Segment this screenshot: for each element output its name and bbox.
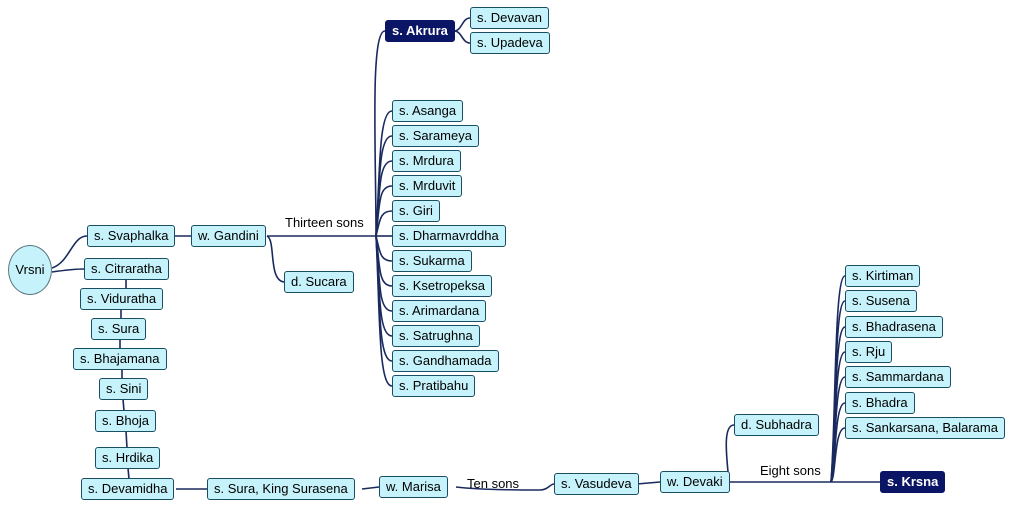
node-rju[interactable]: s. Rju bbox=[845, 341, 893, 363]
node-akrura[interactable]: s. Akrura bbox=[385, 20, 455, 42]
node-satrughna[interactable]: s. Satrughna bbox=[392, 325, 480, 347]
node-sammardana[interactable]: s. Sammardana bbox=[845, 366, 951, 388]
node-upadeva[interactable]: s. Upadeva bbox=[470, 32, 550, 54]
node-sura-king-surasena[interactable]: s. Sura, King Surasena bbox=[207, 478, 355, 500]
node-krsna[interactable]: s. Krsna bbox=[880, 471, 946, 493]
root-node-vrsni[interactable]: Vrsni bbox=[8, 245, 52, 295]
edge-label-ten-sons: Ten sons bbox=[467, 476, 520, 491]
node-pratibahu[interactable]: s. Pratibahu bbox=[392, 375, 476, 397]
node-gandini[interactable]: w. Gandini bbox=[191, 225, 266, 247]
node-asanga[interactable]: s. Asanga bbox=[392, 100, 464, 122]
node-hrdika[interactable]: s. Hrdika bbox=[95, 447, 161, 469]
node-sukarma[interactable]: s. Sukarma bbox=[392, 250, 472, 272]
node-bhajamana[interactable]: s. Bhajamana bbox=[73, 348, 167, 370]
node-sankarsana-balarama[interactable]: s. Sankarsana, Balarama bbox=[845, 417, 1005, 439]
node-devaki[interactable]: w. Devaki bbox=[660, 471, 730, 493]
node-sura[interactable]: s. Sura bbox=[91, 318, 147, 340]
node-ksetropeksa[interactable]: s. Ksetropeksa bbox=[392, 275, 492, 297]
node-citraratha[interactable]: s. Citraratha bbox=[84, 258, 169, 280]
node-subhadra[interactable]: d. Subhadra bbox=[734, 414, 819, 436]
node-gandhamada[interactable]: s. Gandhamada bbox=[392, 350, 499, 372]
node-mrdura[interactable]: s. Mrdura bbox=[392, 150, 461, 172]
node-vasudeva[interactable]: s. Vasudeva bbox=[554, 473, 639, 495]
node-susena[interactable]: s. Susena bbox=[845, 290, 917, 312]
node-giri[interactable]: s. Giri bbox=[392, 200, 440, 222]
node-sucara[interactable]: d. Sucara bbox=[284, 271, 354, 293]
node-arimardana[interactable]: s. Arimardana bbox=[392, 300, 487, 322]
node-bhoja[interactable]: s. Bhoja bbox=[95, 410, 156, 432]
node-dharmavrddha[interactable]: s. Dharmavrddha bbox=[392, 225, 506, 247]
node-kirtiman[interactable]: s. Kirtiman bbox=[845, 265, 921, 287]
node-marisa[interactable]: w. Marisa bbox=[379, 476, 448, 498]
node-devavan[interactable]: s. Devavan bbox=[470, 7, 550, 29]
node-sini[interactable]: s. Sini bbox=[99, 378, 149, 400]
node-svaphalka[interactable]: s. Svaphalka bbox=[87, 225, 176, 247]
node-viduratha[interactable]: s. Viduratha bbox=[80, 288, 164, 310]
node-devamidha[interactable]: s. Devamidha bbox=[81, 478, 175, 500]
node-bhadrasena[interactable]: s. Bhadrasena bbox=[845, 316, 943, 338]
edge-label-thirteen-sons: Thirteen sons bbox=[285, 215, 364, 230]
node-bhadra[interactable]: s. Bhadra bbox=[845, 392, 915, 414]
node-sarameya[interactable]: s. Sarameya bbox=[392, 125, 479, 147]
edge-label-eight-sons: Eight sons bbox=[760, 463, 821, 478]
node-mrduvit[interactable]: s. Mrduvit bbox=[392, 175, 463, 197]
